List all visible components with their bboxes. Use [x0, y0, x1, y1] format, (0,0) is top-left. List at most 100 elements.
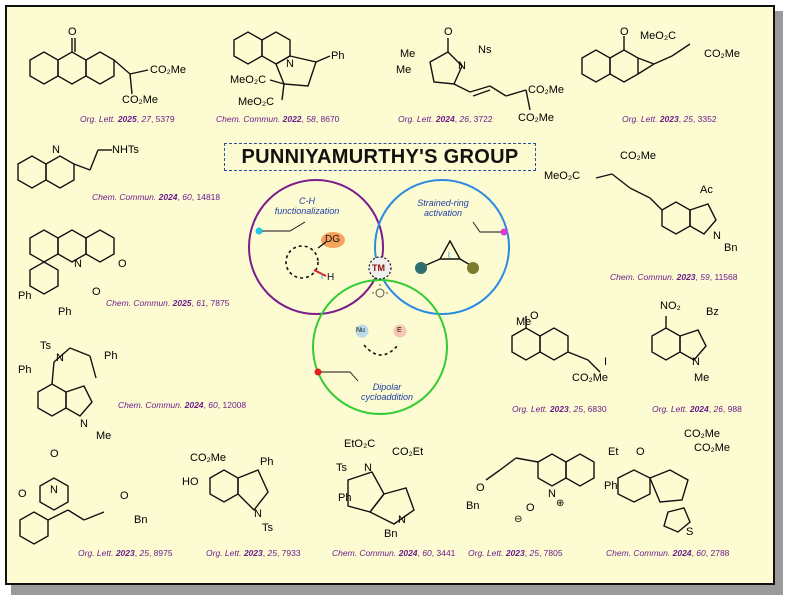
ref-5: Chem. Commun. 2024, 60, 14818 — [92, 192, 221, 202]
s10-ph-b: Ph — [104, 350, 118, 362]
s1-co2me-b: CO₂Me — [122, 94, 159, 106]
s9-bz: Bz — [706, 306, 719, 318]
sr-dot — [500, 228, 508, 236]
s1-co2me-a: CO₂Me — [150, 64, 187, 76]
s15-o: O — [636, 446, 645, 458]
ref-13: Chem. Commun. 2024, 60, 3441 — [332, 548, 456, 558]
svg-text:⌇: ⌇ — [320, 272, 324, 281]
s8-co2me: CO₂Me — [572, 372, 609, 384]
svg-text:⌇: ⌇ — [447, 251, 451, 260]
s2-meo2c-a: MeO₂C — [230, 74, 267, 86]
dc-circle — [312, 279, 448, 415]
structure-8 — [511, 316, 601, 373]
s7-ph-a: Ph — [18, 290, 32, 302]
structure-5 — [17, 149, 112, 189]
structure-10 — [37, 347, 97, 417]
ref-14: Org. Lett. 2023, 25, 7805 — [468, 548, 563, 558]
s12-ho: HO — [182, 476, 199, 488]
s4-o: O — [620, 26, 629, 38]
s13-n: N — [364, 462, 372, 474]
s13-n2: N — [398, 514, 406, 526]
ref-3: Org. Lett. 2024, 26, 3722 — [398, 114, 493, 124]
ref-15: Chem. Commun. 2024, 60, 2788 — [606, 548, 730, 558]
s10-n2: N — [80, 418, 88, 430]
tm-label: TM — [372, 263, 385, 273]
ref-8: Org. Lett. 2023, 25, 6830 — [512, 404, 607, 414]
structure-11 — [19, 477, 105, 545]
s2-ph: Ph — [331, 50, 345, 62]
s3-me-a: Me — [400, 48, 416, 60]
ref-12: Org. Lett. 2023, 25, 7933 — [206, 548, 301, 558]
ref-1: Org. Lett. 2025, 27, 5379 — [80, 114, 175, 124]
s14-o: O — [476, 482, 485, 494]
structure-13 — [347, 471, 415, 525]
s6-meo2c: MeO₂C — [544, 170, 581, 182]
s1-o: O — [68, 26, 77, 38]
s3-co2me-b: CO₂Me — [518, 112, 555, 124]
structure-6 — [595, 173, 717, 235]
s10-n: N — [56, 352, 64, 364]
structure-15 — [617, 469, 691, 533]
s6-bn: Bn — [724, 242, 738, 254]
s9-n: N — [692, 356, 700, 368]
s9-no2: NO₂ — [660, 300, 681, 312]
s5-nhts: NHTs — [112, 144, 139, 156]
ref-2: Chem. Commun. 2022, 58, 8670 — [216, 114, 340, 124]
s6-co2me: CO₂Me — [620, 150, 657, 162]
s12-ts: Ts — [262, 522, 273, 534]
dc-dot — [314, 368, 322, 376]
ref-4: Org. Lett. 2023, 25, 3352 — [622, 114, 717, 124]
s8-o: O — [530, 310, 539, 322]
s15-s: S — [686, 526, 694, 538]
s11-o-a: O — [50, 448, 59, 460]
s14-bn: Bn — [466, 500, 480, 512]
s8-me: Me — [516, 316, 532, 328]
dg-label: DG — [325, 234, 340, 245]
s10-ts: Ts — [40, 340, 51, 352]
page-title: PUNNIYAMURTHY'S GROUP — [224, 143, 536, 171]
s12-ph: Ph — [260, 456, 274, 468]
s12-n: N — [254, 508, 262, 520]
s6-ac: Ac — [700, 184, 713, 196]
structure-3 — [429, 38, 531, 111]
s10-me: Me — [96, 430, 112, 442]
h-label: H — [327, 272, 335, 283]
structure-9 — [651, 316, 707, 361]
s3-n: N — [458, 60, 466, 72]
s11-o-c: O — [120, 490, 129, 502]
s15-et: Et — [608, 446, 619, 458]
s3-co2me-a: CO₂Me — [528, 84, 565, 96]
nu-label: Nu — [356, 327, 365, 334]
s13-ph: Ph — [338, 492, 352, 504]
s14-n: N — [548, 488, 556, 500]
ref-10: Chem. Commun. 2024, 60, 12008 — [118, 400, 247, 410]
s11-bn: Bn — [134, 514, 148, 526]
s4-meo2c: MeO₂C — [640, 30, 677, 42]
structure-4 — [581, 36, 691, 83]
s15-ph: Ph — [604, 480, 618, 492]
structure-12 — [209, 469, 269, 512]
s3-me-b: Me — [396, 64, 412, 76]
sr-circle — [374, 179, 510, 315]
s2-n: N — [286, 58, 294, 70]
structure-7 — [29, 229, 115, 295]
ref-11: Org. Lett. 2023, 25, 8975 — [78, 548, 173, 558]
s3-o: O — [444, 26, 453, 38]
s14-minus: ⊖ — [514, 514, 523, 525]
ref-7: Chem. Commun. 2025, 61, 7875 — [106, 298, 230, 308]
s9-me: Me — [694, 372, 710, 384]
structure-2 — [233, 31, 331, 101]
ref-6: Chem. Commun. 2023, 59, 11568 — [610, 272, 738, 282]
figure-panel — [5, 5, 775, 585]
s6-n: N — [713, 230, 721, 242]
s7-o-b: O — [92, 286, 101, 298]
s8-i: I — [604, 356, 608, 368]
s15-co2me-a: CO₂Me — [684, 428, 721, 440]
s13-bn: Bn — [384, 528, 398, 540]
s4-co2me: CO₂Me — [704, 48, 741, 60]
s2-meo2c-b: MeO₂C — [238, 96, 275, 108]
s7-n: N — [74, 258, 82, 270]
ch-circle — [248, 179, 384, 315]
